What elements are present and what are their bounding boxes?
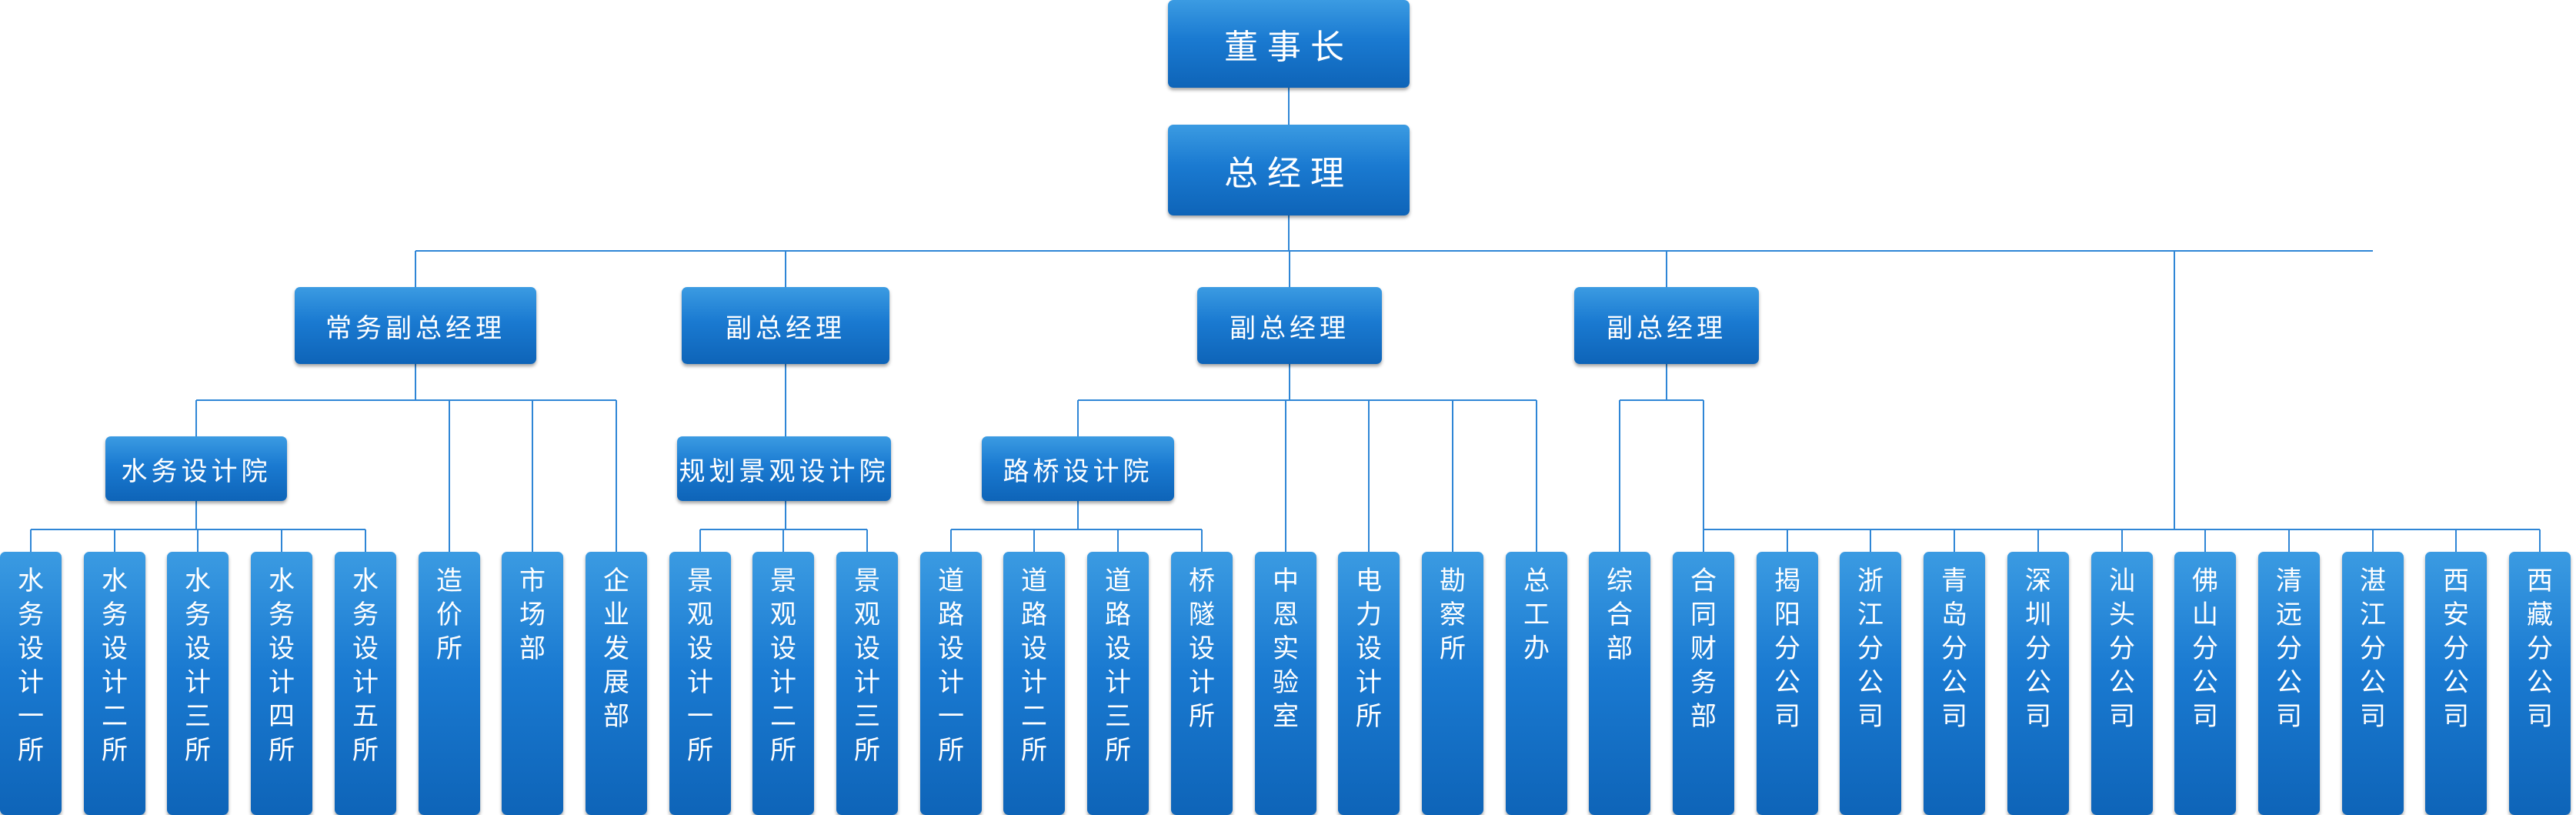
unit-label: 景观设计二所 — [770, 566, 796, 766]
unit-box: 深圳分公司 — [2007, 552, 2069, 815]
unit-label: 水务设计二所 — [102, 566, 128, 766]
unit-box: 景观设计二所 — [752, 552, 814, 815]
unit-label: 浙江分公司 — [1857, 566, 1884, 732]
vice-manager-label: 常务副总经理 — [325, 312, 506, 344]
unit-label: 中恩实验室 — [1273, 566, 1299, 732]
vice-manager-label: 副总经理 — [726, 312, 846, 344]
unit-box: 景观设计一所 — [669, 552, 731, 815]
unit-label: 西安分公司 — [2443, 566, 2469, 732]
unit-box: 电力设计所 — [1338, 552, 1400, 815]
unit-box: 汕头分公司 — [2091, 552, 2153, 815]
node-chairman: 董事长 — [1168, 0, 1410, 88]
chairman-label: 董事长 — [1224, 28, 1353, 67]
unit-box: 揭阳分公司 — [1757, 552, 1818, 815]
unit-box: 综合部 — [1589, 552, 1650, 815]
unit-label: 企业发展部 — [603, 566, 629, 732]
unit-label: 深圳分公司 — [2025, 566, 2051, 732]
node-water-design-institute: 水务设计院 — [105, 436, 287, 501]
unit-label: 揭阳分公司 — [1774, 566, 1800, 732]
unit-label: 水务设计四所 — [269, 566, 295, 766]
unit-label: 清远分公司 — [2276, 566, 2302, 732]
unit-box: 道路设计二所 — [1003, 552, 1065, 815]
vice-manager-label: 副总经理 — [1230, 312, 1350, 344]
unit-label: 综合部 — [1607, 566, 1633, 664]
unit-box: 勘察所 — [1422, 552, 1483, 815]
unit-label: 景观设计三所 — [854, 566, 880, 766]
unit-box: 西藏分公司 — [2509, 552, 2571, 815]
unit-box: 企业发展部 — [586, 552, 647, 815]
unit-label: 西藏分公司 — [2527, 566, 2553, 732]
node-executive-vice-manager: 常务副总经理 — [295, 287, 536, 364]
node-vice-manager-4: 副总经理 — [1574, 287, 1759, 364]
unit-box: 青岛分公司 — [1924, 552, 1985, 815]
node-general-manager: 总经理 — [1168, 125, 1410, 215]
unit-label: 景观设计一所 — [687, 566, 713, 766]
unit-label: 勘察所 — [1440, 566, 1466, 664]
unit-label: 电力设计所 — [1356, 566, 1382, 732]
unit-label: 道路设计三所 — [1105, 566, 1131, 766]
unit-box: 佛山分公司 — [2174, 552, 2236, 815]
unit-box: 清远分公司 — [2258, 552, 2320, 815]
unit-box: 市场部 — [502, 552, 563, 815]
institute-label: 规划景观设计院 — [679, 456, 889, 487]
unit-box: 水务设计四所 — [251, 552, 312, 815]
unit-box: 水务设计三所 — [167, 552, 229, 815]
unit-box: 总工办 — [1506, 552, 1567, 815]
unit-box: 水务设计二所 — [84, 552, 145, 815]
node-vice-manager-3: 副总经理 — [1197, 287, 1382, 364]
institute-label: 路桥设计院 — [1003, 456, 1153, 487]
unit-label: 佛山分公司 — [2192, 566, 2218, 732]
unit-label: 桥隧设计所 — [1189, 566, 1215, 732]
unit-label: 汕头分公司 — [2109, 566, 2135, 732]
node-vice-manager-2: 副总经理 — [682, 287, 889, 364]
unit-box: 浙江分公司 — [1840, 552, 1901, 815]
unit-box: 水务设计一所 — [0, 552, 62, 815]
unit-box: 合同财务部 — [1673, 552, 1734, 815]
vice-manager-label: 副总经理 — [1607, 312, 1727, 344]
unit-label: 造价所 — [436, 566, 462, 664]
unit-box: 湛江分公司 — [2342, 552, 2404, 815]
unit-label: 水务设计三所 — [185, 566, 211, 766]
institute-label: 水务设计院 — [121, 456, 272, 487]
unit-box: 道路设计一所 — [920, 552, 982, 815]
unit-box: 桥隧设计所 — [1171, 552, 1233, 815]
node-road-bridge-institute: 路桥设计院 — [982, 436, 1174, 501]
unit-label: 道路设计二所 — [1021, 566, 1047, 766]
unit-label: 水务设计一所 — [18, 566, 44, 766]
unit-label: 合同财务部 — [1690, 566, 1717, 732]
unit-label: 湛江分公司 — [2360, 566, 2386, 732]
node-landscape-design-institute: 规划景观设计院 — [677, 436, 891, 501]
unit-label: 青岛分公司 — [1941, 566, 1967, 732]
general-manager-label: 总经理 — [1224, 154, 1353, 193]
unit-box: 水务设计五所 — [335, 552, 396, 815]
unit-box: 道路设计三所 — [1087, 552, 1149, 815]
unit-label: 水务设计五所 — [352, 566, 379, 766]
unit-box: 中恩实验室 — [1255, 552, 1316, 815]
unit-box: 造价所 — [419, 552, 480, 815]
unit-label: 道路设计一所 — [938, 566, 964, 766]
unit-box: 西安分公司 — [2425, 552, 2487, 815]
unit-label: 总工办 — [1523, 566, 1550, 664]
unit-label: 市场部 — [519, 566, 546, 664]
unit-box: 景观设计三所 — [836, 552, 898, 815]
